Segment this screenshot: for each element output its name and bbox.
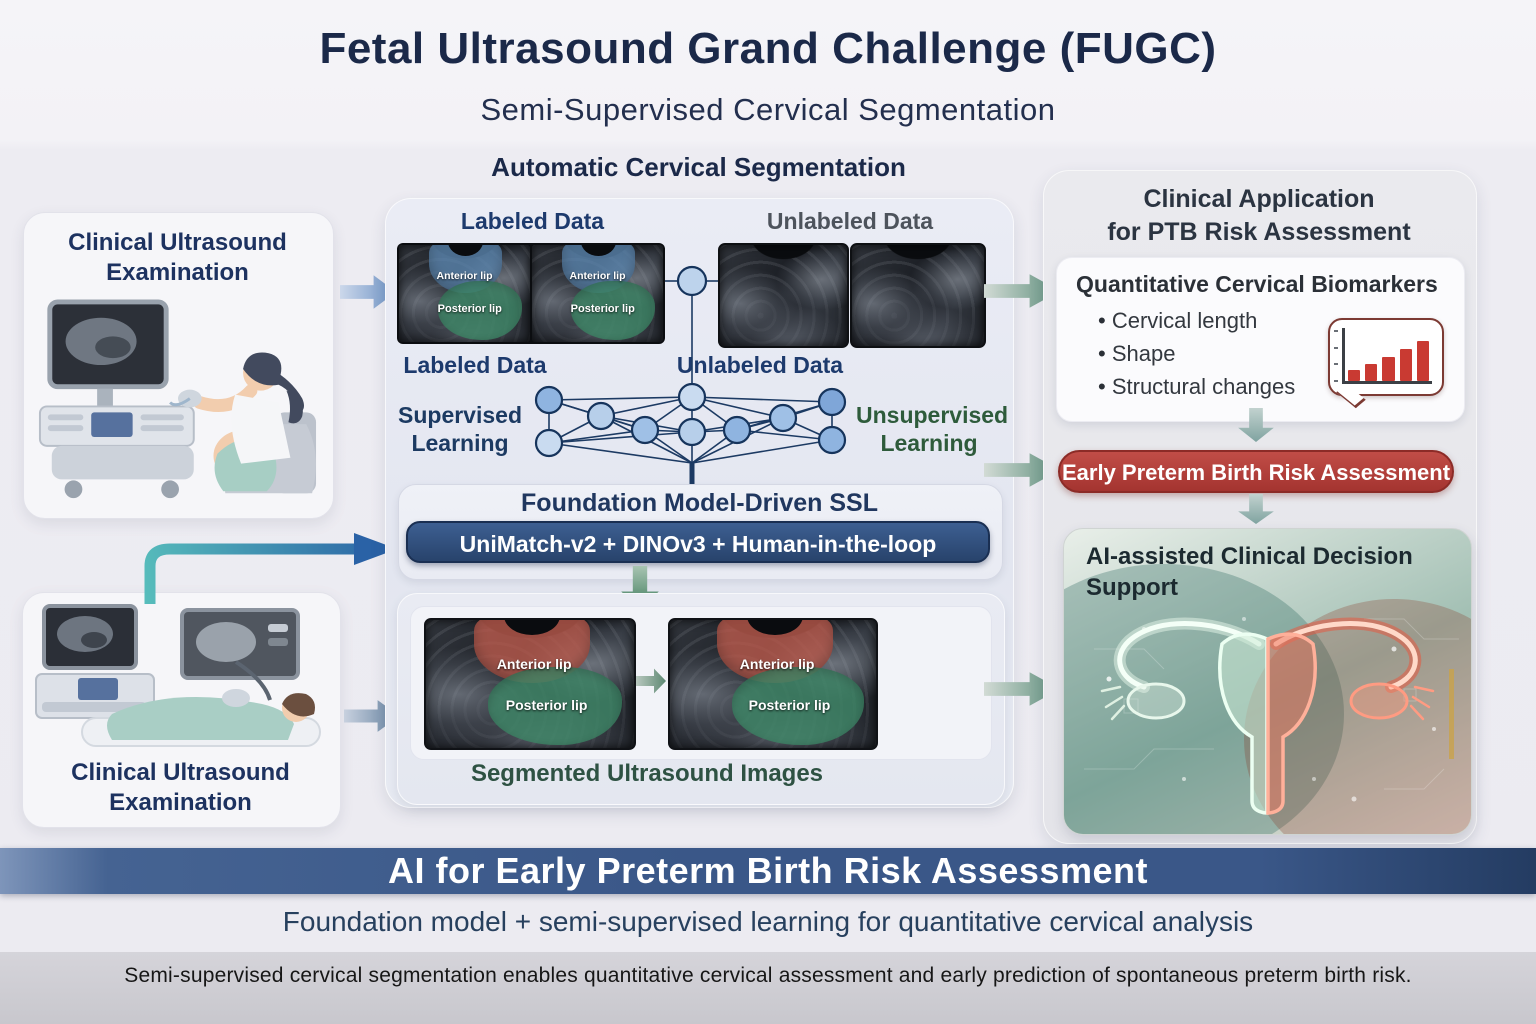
unlabeled-image-1	[718, 243, 849, 348]
footer-strip	[0, 952, 1536, 1024]
clinical-exam-caption-line1: Clinical Ultrasound	[71, 759, 290, 786]
posterior-lip-overlay-green	[571, 280, 656, 341]
anterior-lip-label: Anterior lip	[436, 270, 493, 283]
clinical-application-header-line2: for PTB Risk Assessment	[1107, 217, 1411, 246]
labeled-image-2: Anterior lip Posterior lip	[532, 245, 663, 342]
clinical-application-header: Clinical Application for PTB Risk Assess…	[1043, 183, 1475, 248]
foundation-ssl-title: Foundation Model-Driven SSL	[521, 489, 878, 517]
ai-decision-support-card: AI-assisted Clinical Decision Support	[1063, 528, 1472, 835]
segmented-image-1: Anterior lip Posterior lip	[424, 618, 636, 750]
clinical-exam-caption-line2: Examination	[109, 789, 252, 816]
unlabeled-image-2	[850, 243, 986, 348]
supervised-learning-label: Supervised Learning	[398, 402, 522, 456]
ascending-bar-chart	[1342, 328, 1432, 384]
section-header-automatic-segmentation: Automatic Cervical Segmentation	[491, 152, 906, 182]
page-title: Fetal Ultrasound Grand Challenge (FUGC)	[319, 24, 1217, 73]
footer-banner: AI for Early Preterm Birth Risk Assessme…	[0, 848, 1536, 894]
posterior-lip-overlay-green	[488, 667, 622, 746]
clinical-exam-title-top: Clinical Ultrasound Examination	[23, 228, 332, 288]
ultrasound-image: Anterior lip Posterior lip	[532, 245, 663, 342]
posterior-lip-label: Posterior lip	[437, 303, 502, 316]
unlabeled-data-title: Unlabeled Data	[766, 208, 934, 234]
labeled-image-1: Anterior lip Posterior lip	[399, 245, 530, 342]
ultrasound-exam-illustration-seated	[38, 299, 317, 499]
anterior-lip-label: Anterior lip	[569, 270, 626, 283]
ai-support-title-line1: AI-assisted Clinical Decision	[1086, 543, 1413, 570]
labeled-data-title: Labeled Data	[460, 208, 605, 234]
chart-axis-ticks	[1334, 330, 1340, 382]
biomarker-item-cervical-length: Cervical length	[1098, 308, 1328, 334]
page-subtitle: Semi-Supervised Cervical Segmentation	[480, 92, 1056, 127]
biomarkers-title: Quantitative Cervical Biomarkers	[1076, 271, 1438, 297]
anterior-lip-label: Anterior lip	[739, 655, 815, 672]
unimatch-dinov3-pill: UniMatch-v2 + DINOv3 + Human-in-the-loop	[406, 521, 990, 563]
posterior-lip-overlay-green	[731, 667, 864, 746]
uterus-illustration	[1064, 564, 1471, 834]
arrow-exam-to-foundation-curved	[144, 533, 397, 604]
segmented-images-caption: Segmented Ultrasound Images	[470, 760, 824, 787]
footer-note: Semi-supervised cervical segmentation en…	[124, 964, 1412, 987]
unlabeled-data-caption: Unlabeled Data	[676, 352, 844, 378]
ultrasound-exam-illustration-lying	[35, 604, 321, 747]
biomarker-item-structural-changes: Structural changes	[1098, 374, 1328, 400]
biomarker-item-shape: Shape	[1098, 341, 1328, 367]
segmented-image-2: Anterior lip Posterior lip	[668, 618, 878, 750]
risk-assessment-pill: Early Preterm Birth Risk Assessment	[1058, 450, 1454, 493]
posterior-lip-label: Posterior lip	[570, 303, 635, 316]
posterior-lip-label: Posterior lip	[748, 696, 831, 713]
bar-chart-bubble-icon	[1328, 318, 1444, 396]
clinical-exam-title-bottom: Clinical Ultrasound Examination	[22, 758, 339, 818]
clinical-exam-title-line1: Clinical Ultrasound	[68, 229, 287, 256]
ultrasound-image: Anterior lip Posterior lip	[399, 245, 530, 342]
footer-subtitle: Foundation model + semi-supervised learn…	[282, 906, 1254, 937]
neural-network-diagram	[534, 265, 847, 490]
clinical-exam-title-line2: Examination	[106, 259, 249, 286]
ai-support-title-line2: Support	[1086, 574, 1178, 602]
unsupervised-learning-label: Unsupervised Learning	[856, 402, 1009, 456]
anterior-lip-label: Anterior lip	[496, 655, 572, 672]
ai-support-title: AI-assisted Clinical Decision Support	[1086, 541, 1446, 603]
clinical-application-header-line1: Clinical Application	[1143, 185, 1375, 213]
labeled-data-images: Anterior lip Posterior lip Anterior lip …	[397, 243, 665, 344]
posterior-lip-overlay-green	[438, 280, 523, 341]
posterior-lip-label: Posterior lip	[505, 696, 588, 713]
labeled-data-caption: Labeled Data	[403, 352, 547, 378]
